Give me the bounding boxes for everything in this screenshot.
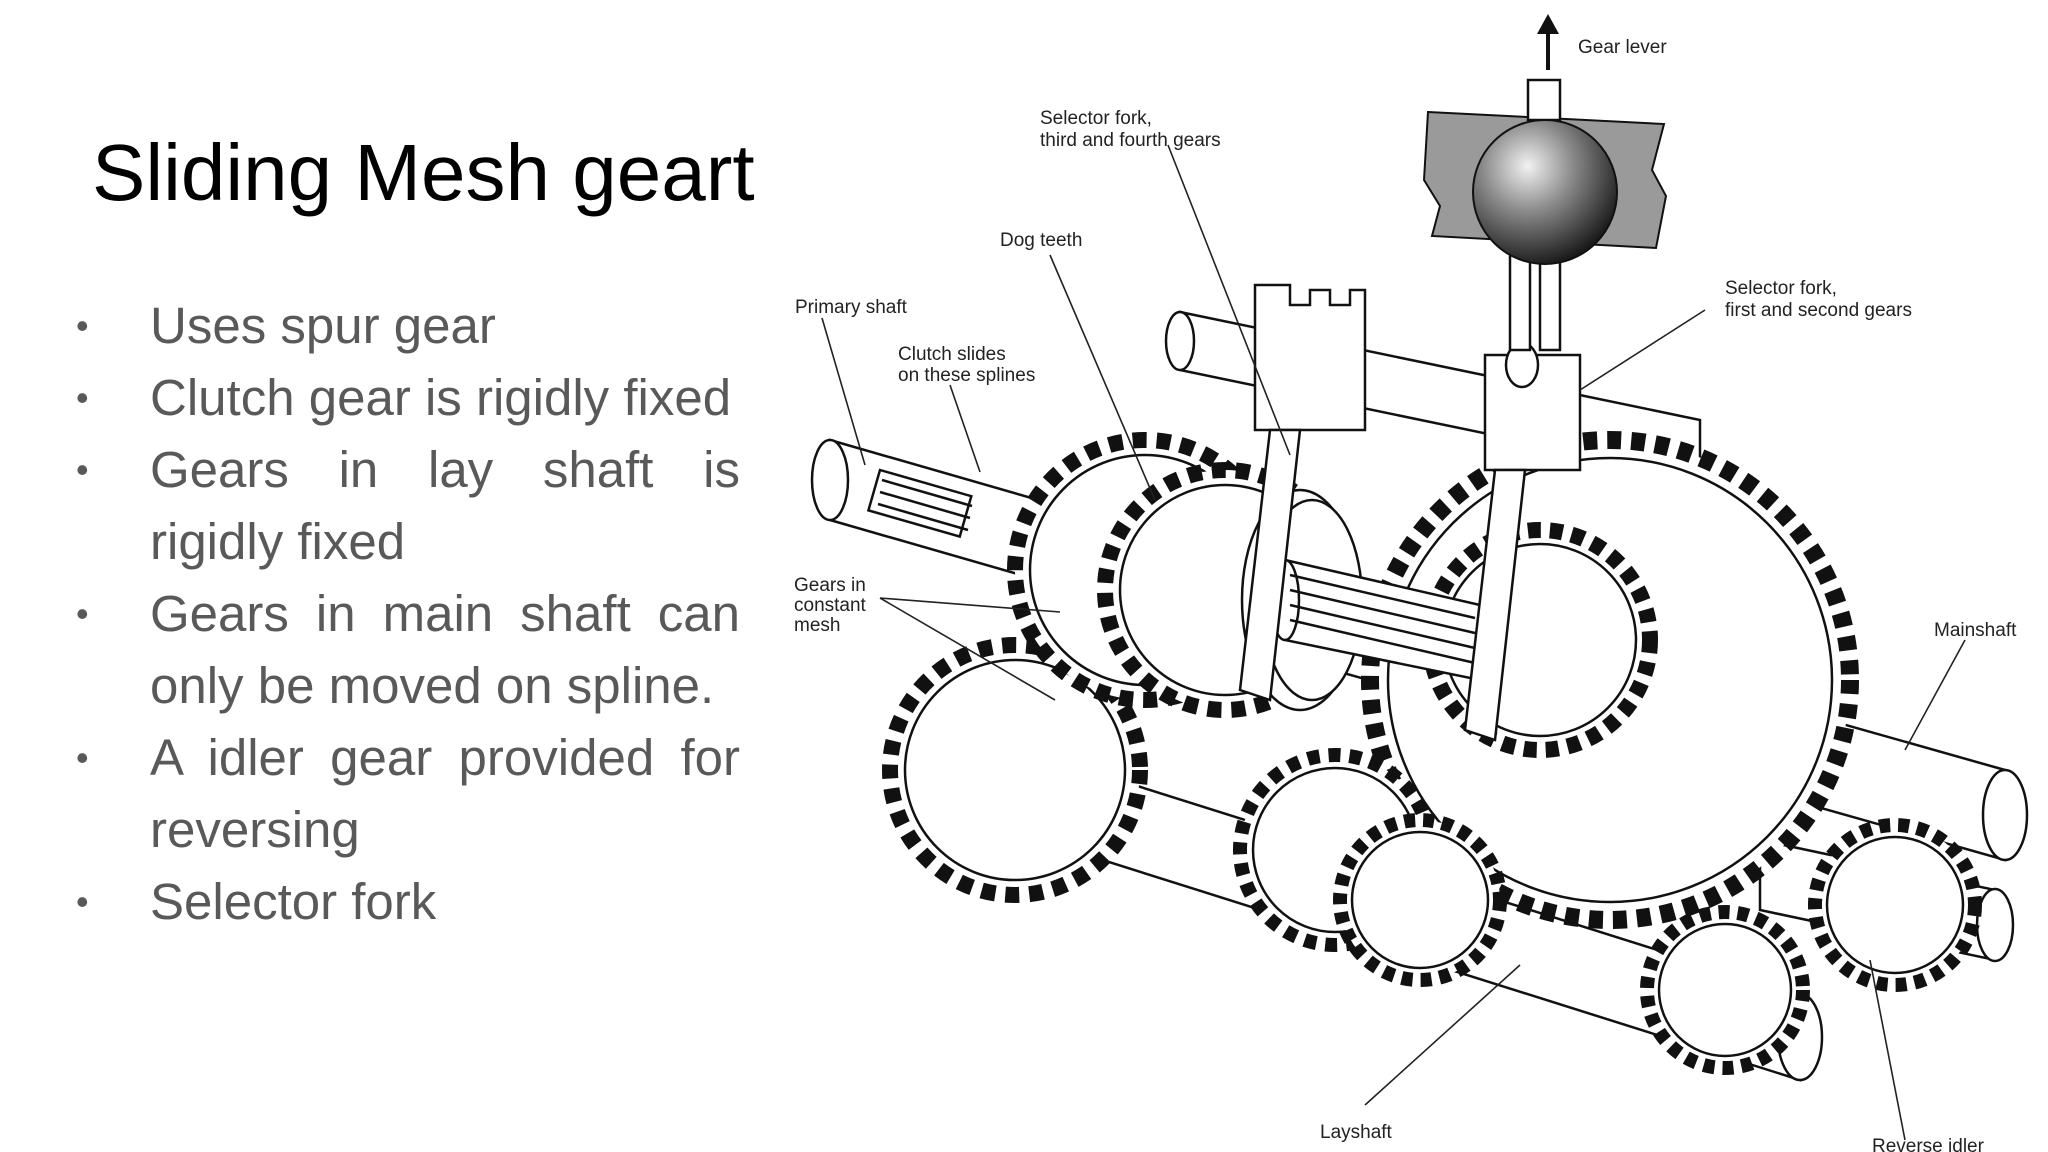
bullet-icon: • xyxy=(76,737,89,778)
gear-lever xyxy=(1508,78,1562,352)
gear-reverse-idler xyxy=(1808,818,1982,992)
leader-lines xyxy=(821,144,1966,1141)
bullet-list: • Uses spur gear • Clutch gear is rigidly … xyxy=(70,290,740,938)
label-gears-constant-mesh-line2: constant xyxy=(794,595,867,616)
bullet-icon: • xyxy=(76,881,89,922)
label-selector-fork-34-line2: third and fourth gears xyxy=(1040,130,1221,151)
label-gears-constant-mesh: Gears in xyxy=(794,575,866,596)
bullet-icon: • xyxy=(76,449,89,490)
selector-fork-first-second xyxy=(1463,341,1582,742)
bullet-text: Clutch gear is rigidly fixed xyxy=(150,369,732,426)
bullet-icon: • xyxy=(76,593,89,634)
label-primary-shaft: Primary shaft xyxy=(795,297,908,318)
bullet-item: • A idler gear provided for reversing xyxy=(70,722,740,866)
bullet-item: • Gears in main shaft can only be moved o… xyxy=(70,578,740,722)
bullet-text: Gears in main shaft can only be moved on… xyxy=(150,585,740,714)
gear-layshaft-end xyxy=(1640,905,1810,1075)
bullet-text: Uses spur gear xyxy=(150,297,496,354)
gear-layshaft-small xyxy=(1333,813,1507,987)
label-gear-lever: Gear lever xyxy=(1578,37,1667,58)
label-selector-fork-34: Selector fork, xyxy=(1040,108,1152,129)
selector-fork-third-fourth xyxy=(1238,283,1367,702)
bullet-icon: • xyxy=(76,377,89,418)
label-clutch-slides-line2: on these splines xyxy=(898,365,1035,386)
bullet-item: • Clutch gear is rigidly fixed xyxy=(70,362,740,434)
bullet-text: Selector fork xyxy=(150,873,437,930)
bullet-item: • Uses spur gear xyxy=(70,290,740,362)
label-clutch-slides: Clutch slides xyxy=(898,344,1006,365)
label-gears-constant-mesh-line3: mesh xyxy=(794,615,840,636)
bullet-text: A idler gear provided for reversing xyxy=(150,729,740,858)
bullet-item: • Selector fork xyxy=(70,866,740,938)
label-reverse-idler: Reverse idler xyxy=(1872,1136,1985,1152)
bullet-icon: • xyxy=(76,305,89,346)
gearbox-diagram: Gear lever Selector fork, third and four… xyxy=(794,14,2029,1152)
bullet-item: • Gears in lay shaft is rigidly fixed xyxy=(70,434,740,578)
bullet-text: Gears in lay shaft is rigidly fixed xyxy=(150,441,740,570)
gear-lever-knob xyxy=(1472,119,1618,265)
up-arrow-icon xyxy=(1537,14,1559,70)
label-selector-fork-12: Selector fork, xyxy=(1725,278,1837,299)
gear-layshaft-large xyxy=(882,637,1148,903)
label-dog-teeth: Dog teeth xyxy=(1000,230,1082,251)
label-selector-fork-12-line2: first and second gears xyxy=(1725,300,1912,321)
slide-title: Sliding Mesh geart xyxy=(92,128,755,217)
label-mainshaft: Mainshaft xyxy=(1934,620,2017,641)
label-layshaft: Layshaft xyxy=(1320,1122,1393,1143)
